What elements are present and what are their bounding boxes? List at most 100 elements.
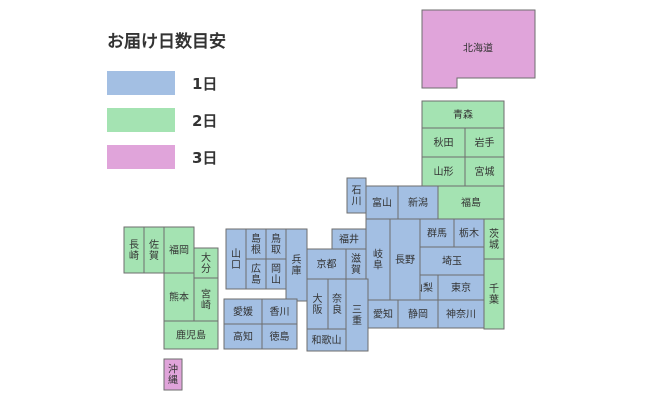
prefecture-ishikawa-label: 石川 <box>352 186 362 208</box>
prefecture-hokkaido-area <box>421 9 536 89</box>
prefecture-iwate: 岩手 <box>464 127 505 158</box>
prefecture-fukushima-area <box>437 185 505 220</box>
prefecture-saitama-label: 埼玉 <box>442 255 462 268</box>
prefecture-mie-label: 三重 <box>352 305 362 327</box>
prefecture-kyoto-area <box>306 248 347 280</box>
legend-swatch-1day <box>107 71 175 95</box>
prefecture-fukuoka: 福岡 <box>163 226 195 274</box>
prefecture-toyama-label: 富山 <box>372 196 392 209</box>
prefecture-kagawa: 香川 <box>261 298 298 325</box>
prefecture-oita-label: 大分 <box>201 251 211 275</box>
prefecture-ehime: 愛媛 <box>223 298 263 325</box>
prefecture-kumamoto: 熊本 <box>163 272 195 322</box>
prefecture-hyogo: 兵庫 <box>285 228 308 302</box>
prefecture-kyoto: 京都 <box>306 248 347 280</box>
prefecture-tokyo-label: 東京 <box>451 281 471 294</box>
prefecture-kagoshima: 鹿児島 <box>163 320 219 350</box>
legend-swatch-2day <box>107 108 175 132</box>
prefecture-miyagi-label: 宮城 <box>475 165 495 178</box>
prefecture-okinawa-area <box>163 358 183 391</box>
prefecture-kagawa-label: 香川 <box>270 306 290 318</box>
prefecture-wakayama: 和歌山 <box>306 328 347 352</box>
prefecture-fukuoka-label: 福岡 <box>169 244 189 257</box>
prefecture-saitama: 埼玉 <box>419 246 485 276</box>
prefecture-tokushima-area <box>261 323 298 350</box>
prefecture-shiga: 滋賀 <box>345 248 367 280</box>
prefecture-kanagawa-label: 神奈川 <box>446 308 476 321</box>
prefecture-aomori: 青森 <box>421 100 505 129</box>
prefecture-nagasaki-area <box>123 226 145 274</box>
legend-item-1day: 1日 <box>107 71 277 95</box>
prefecture-shiga-label: 滋賀 <box>351 252 361 276</box>
prefecture-tottori-label: 鳥取 <box>271 232 281 256</box>
prefecture-tochigi-area <box>453 218 485 248</box>
prefecture-nagano-area <box>389 218 421 301</box>
legend-label-1day: 1日 <box>192 75 218 93</box>
legend-item-2day: 2日 <box>107 108 277 132</box>
prefecture-hiroshima-label: 広島 <box>251 262 261 286</box>
prefecture-kagoshima-label: 鹿児島 <box>176 329 206 342</box>
prefecture-nara: 奈良 <box>327 278 347 330</box>
prefecture-tochigi: 栃木 <box>453 218 485 248</box>
prefecture-niigata-label: 新潟 <box>408 196 428 209</box>
prefecture-miyazaki: 宮崎 <box>193 277 219 322</box>
prefecture-wakayama-area <box>306 328 347 352</box>
prefecture-saga-label: 佐賀 <box>149 239 159 262</box>
prefecture-kochi-area <box>223 323 263 350</box>
prefecture-miyagi-area <box>464 156 505 187</box>
legend-swatch-3day <box>107 145 175 169</box>
prefecture-tottori: 鳥取 <box>265 228 287 260</box>
prefecture-shimane: 島根 <box>245 228 267 260</box>
legend-label-2day: 2日 <box>192 112 218 130</box>
prefecture-fukushima: 福島 <box>437 185 505 220</box>
prefecture-oita: 大分 <box>193 247 219 279</box>
prefecture-okayama-label: 岡山 <box>271 263 281 286</box>
prefecture-tochigi-label: 栃木 <box>459 227 479 240</box>
prefecture-iwate-label: 岩手 <box>475 136 495 149</box>
prefecture-tokushima-label: 徳島 <box>270 330 290 343</box>
prefecture-okayama: 岡山 <box>265 258 287 290</box>
prefecture-aomori-area <box>421 100 505 129</box>
prefecture-nagasaki-label: 長崎 <box>129 239 139 262</box>
prefecture-nagano-label: 長野 <box>395 254 415 266</box>
prefecture-toyama: 富山 <box>365 185 399 220</box>
prefecture-akita: 秋田 <box>421 127 466 158</box>
prefecture-miyazaki-area <box>193 277 219 322</box>
prefecture-mie: 三重 <box>345 278 369 352</box>
legend-title: お届け日数目安 <box>107 32 226 52</box>
prefecture-yamaguchi-area <box>225 228 247 290</box>
prefecture-niigata: 新潟 <box>397 185 439 220</box>
prefecture-aichi-area <box>367 299 399 329</box>
prefecture-saga: 佐賀 <box>143 226 165 274</box>
prefecture-osaka-label: 大阪 <box>313 292 323 316</box>
prefecture-chiba-label: 千葉 <box>489 283 499 306</box>
prefecture-aichi: 愛知 <box>367 299 399 329</box>
prefecture-kochi: 高知 <box>223 323 263 350</box>
prefecture-okinawa-label: 沖縄 <box>168 363 178 387</box>
prefecture-saitama-area <box>419 246 485 276</box>
prefecture-gifu-label: 岐阜 <box>373 248 383 272</box>
prefecture-oita-area <box>193 247 219 279</box>
prefecture-miyazaki-label: 宮崎 <box>201 288 211 312</box>
prefecture-nara-label: 奈良 <box>332 292 342 316</box>
prefecture-gifu-area <box>365 218 391 301</box>
legend-item-3day: 3日 <box>107 145 277 169</box>
prefecture-kanagawa: 神奈川 <box>437 299 485 329</box>
prefecture-niigata-area <box>397 185 439 220</box>
prefecture-gifu: 岐阜 <box>365 218 391 301</box>
prefecture-kumamoto-label: 熊本 <box>169 291 189 304</box>
prefecture-aichi-label: 愛知 <box>373 308 393 321</box>
prefecture-nagano: 長野 <box>389 218 421 301</box>
prefecture-hiroshima: 広島 <box>245 258 267 290</box>
prefecture-fukui-label: 福井 <box>339 233 359 246</box>
prefecture-kochi-label: 高知 <box>233 330 253 343</box>
prefecture-aomori-label: 青森 <box>453 108 473 121</box>
prefecture-akita-label: 秋田 <box>434 136 454 149</box>
prefecture-yamagata: 山形 <box>421 156 466 187</box>
prefecture-kagawa-area <box>261 298 298 325</box>
prefecture-ibaraki-label: 茨城 <box>489 227 499 251</box>
prefecture-ehime-label: 愛媛 <box>233 305 253 318</box>
prefecture-fukui: 福井 <box>331 228 367 250</box>
prefecture-tokushima: 徳島 <box>261 323 298 350</box>
